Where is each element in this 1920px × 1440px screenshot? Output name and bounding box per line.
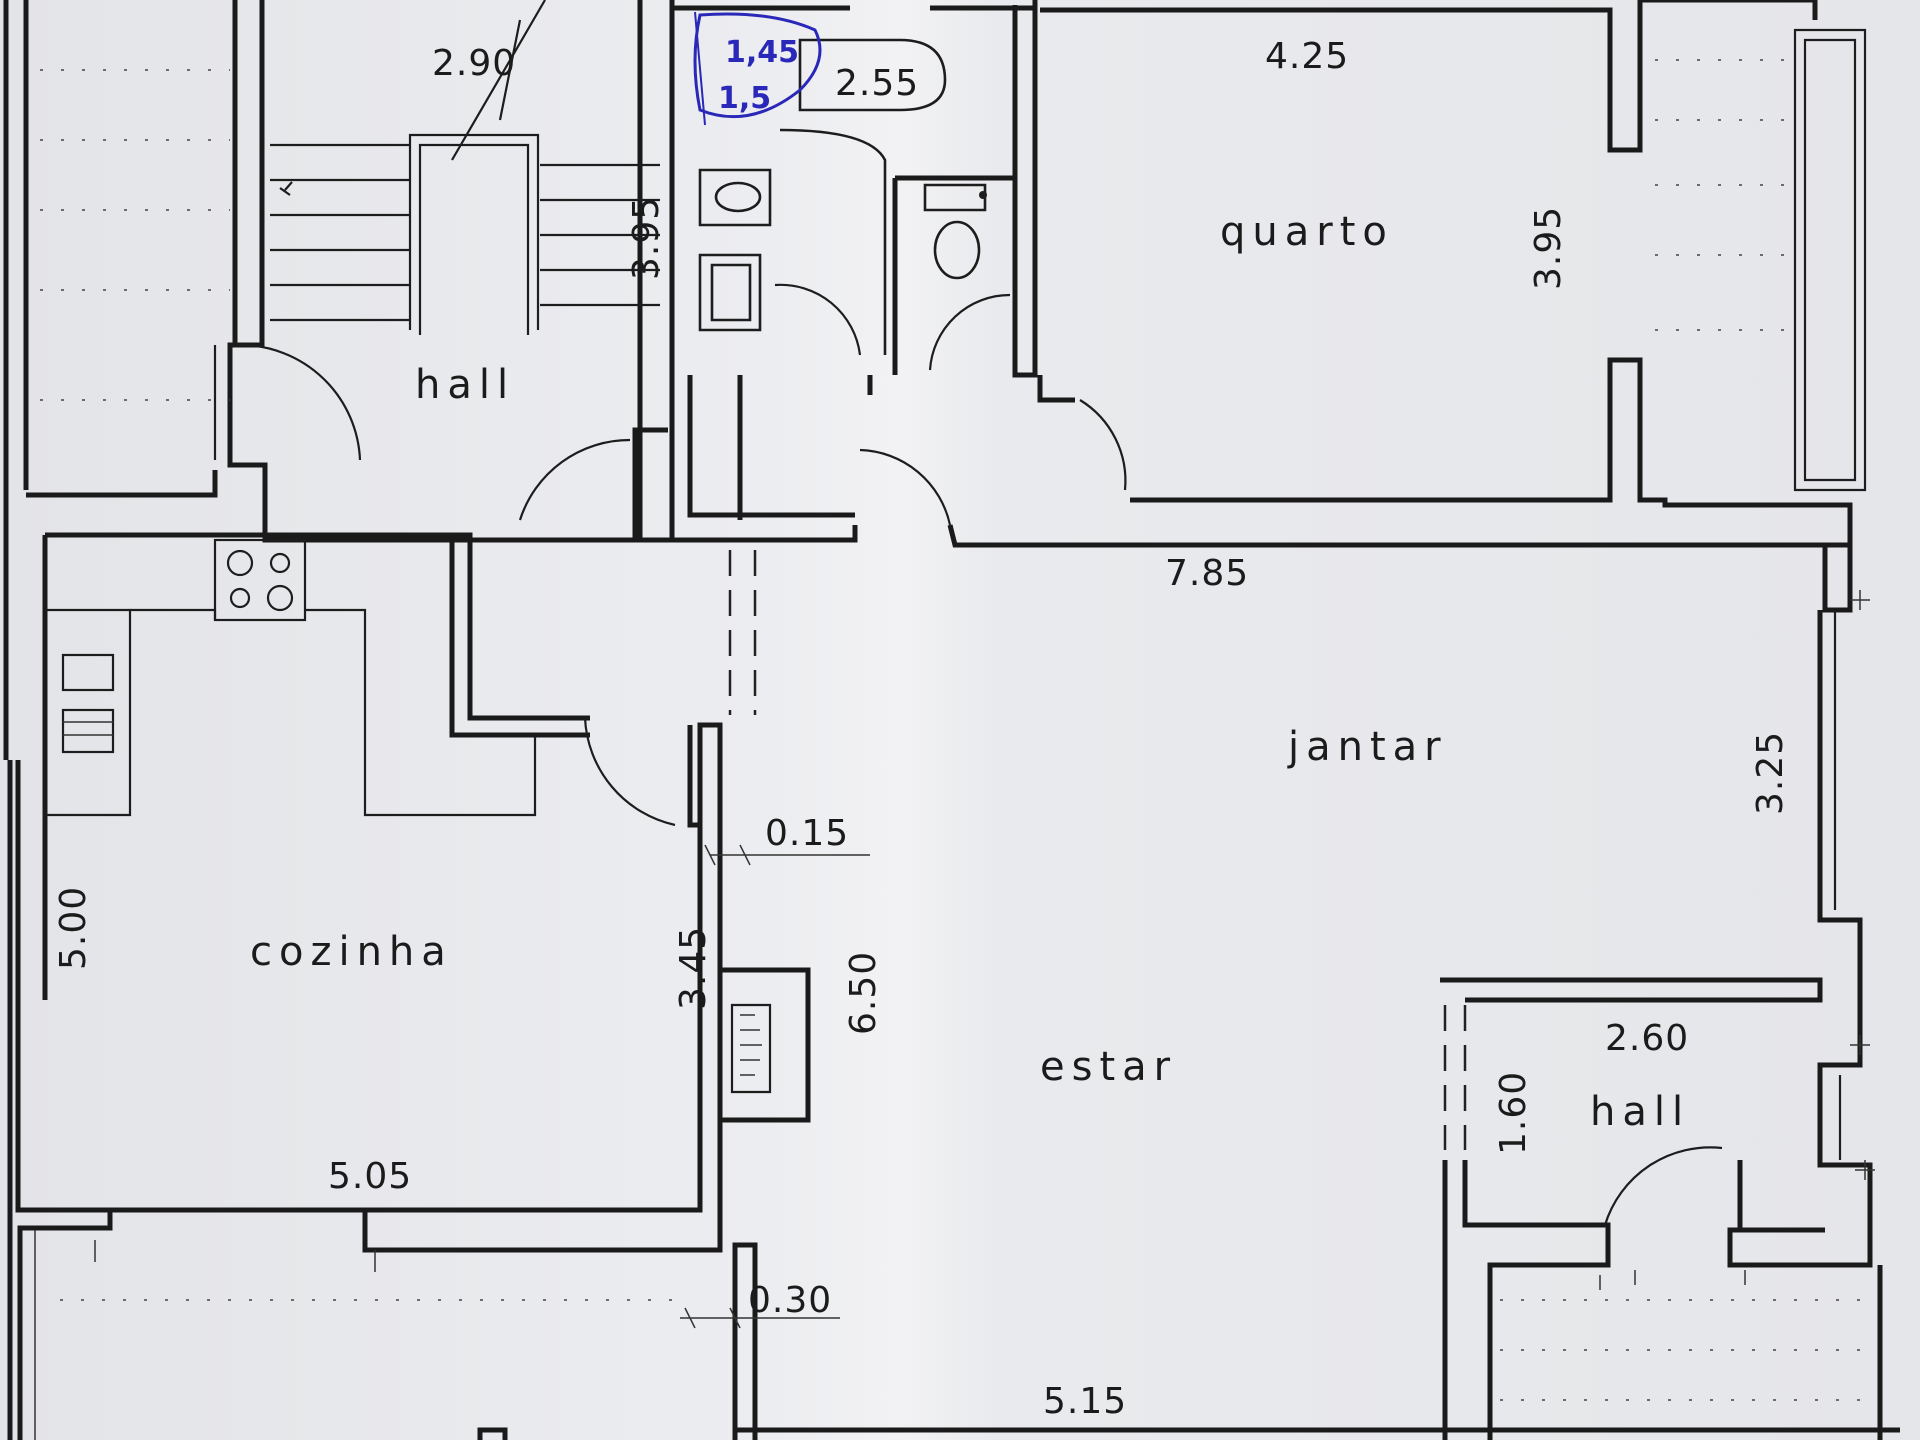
bathroom-fixtures <box>698 38 987 355</box>
dim-wall-thickness-b: 0.30 <box>748 1280 832 1321</box>
dim-stair-width: 2.90 <box>432 43 516 84</box>
dim-quarto-depth: 3.95 <box>1528 206 1569 290</box>
walls <box>3 0 1900 1440</box>
dim-jantar-width: 7.85 <box>1165 553 1249 594</box>
room-label-hall-bottom: hall <box>1590 1089 1690 1135</box>
room-label-hall-top: hall <box>415 362 515 408</box>
dim-estar-depth: 6.50 <box>843 951 884 1035</box>
dimension-lines <box>94 590 1875 1329</box>
room-label-quarto: quarto <box>1220 209 1394 255</box>
staircase <box>270 0 660 335</box>
construction-lines <box>34 59 1860 1440</box>
dim-hall-bottom-depth: 1.60 <box>1493 1071 1534 1155</box>
room-label-estar: estar <box>1040 1044 1177 1090</box>
dim-cozinha-depth-outer: 5.00 <box>53 886 94 970</box>
dim-quarto-width: 4.25 <box>1265 36 1349 77</box>
stamp-line-1: 1,45 <box>725 35 799 70</box>
room-label-cozinha: cozinha <box>250 929 453 975</box>
dim-jantar-depth: 3.25 <box>1750 731 1791 815</box>
dim-estar-width: 5.15 <box>1043 1381 1127 1422</box>
room-label-jantar: jantar <box>1287 724 1448 770</box>
dim-wall-thickness-a: 0.15 <box>765 813 849 854</box>
dim-hall-bottom-width: 2.60 <box>1605 1018 1689 1059</box>
doors <box>213 283 1723 1226</box>
dim-cozinha-depth-inner: 3.45 <box>673 926 714 1010</box>
handwritten-annotation: 1,45 1,5 <box>693 11 822 126</box>
dim-cozinha-width: 5.05 <box>328 1156 412 1197</box>
kitchen-fixtures <box>45 538 537 817</box>
dim-bath-width: 2.55 <box>835 63 919 104</box>
stamp-line-2: 1,5 <box>718 81 771 116</box>
dim-stair-depth: 3.95 <box>626 196 667 280</box>
